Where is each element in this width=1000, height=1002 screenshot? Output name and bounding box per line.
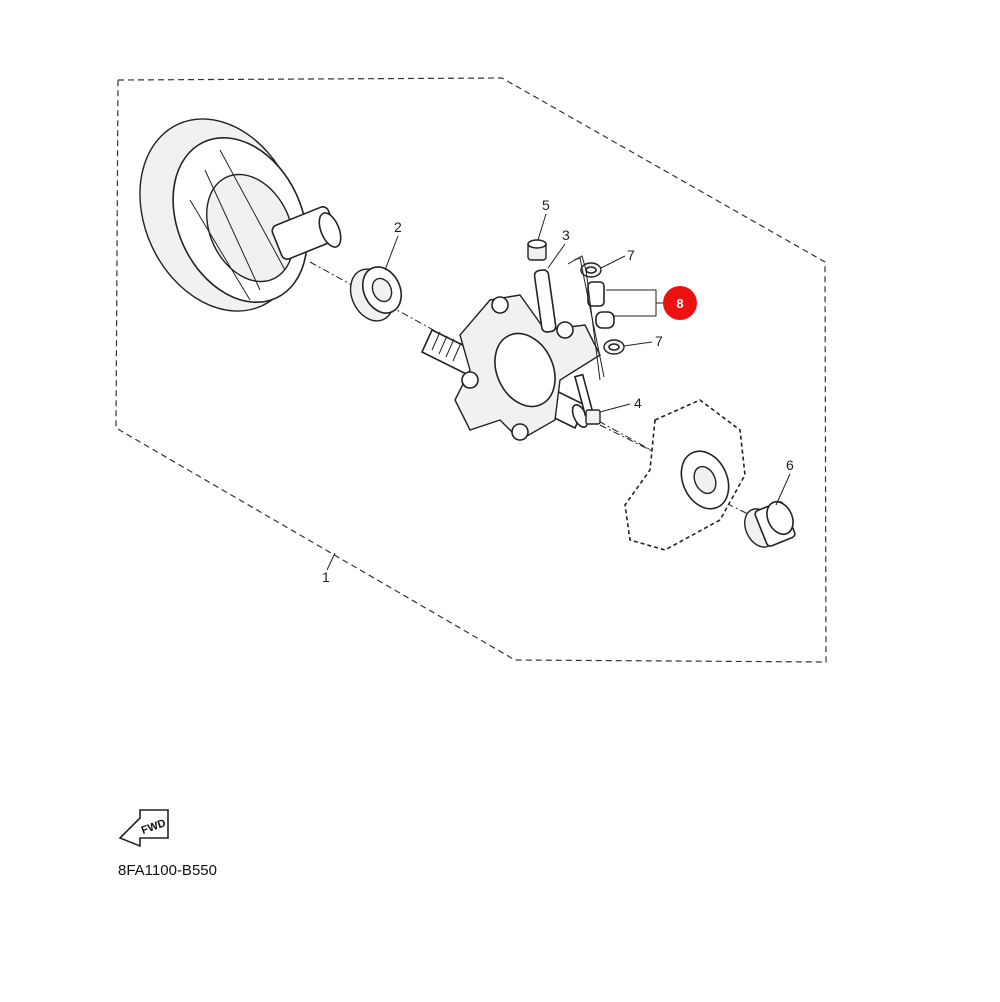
part-7-washer-bottom (603, 339, 625, 355)
part-6-bushing (744, 500, 796, 548)
callout-7-top: 7 (627, 247, 635, 263)
group-bracket-right (573, 257, 605, 378)
bolt-axis-line (599, 424, 661, 456)
spider-hub (454, 294, 601, 441)
leader-5 (537, 213, 547, 241)
part-7-washer-top (580, 262, 602, 278)
callout-8: 8 (676, 296, 683, 311)
leader-7a (600, 255, 626, 269)
primary-sheave-drum (139, 118, 342, 312)
fwd-arrow-icon: FWD (118, 809, 169, 848)
drawing-code: 8FA1100-B550 (118, 862, 217, 879)
part-2-spacer (349, 266, 403, 322)
callout-8-highlight-badge (663, 286, 697, 320)
callout-7-bottom: 7 (655, 333, 663, 349)
callout-2: 2 (394, 219, 402, 235)
leader-8 (606, 289, 657, 317)
part-3-pin (533, 269, 557, 333)
leader-3 (547, 243, 566, 269)
callout-6: 6 (786, 457, 794, 473)
leader-6 (775, 473, 791, 506)
callout-1: 1 (322, 569, 330, 585)
leader-7b (623, 341, 653, 347)
assembly-boundary (115, 77, 827, 663)
leader-2 (384, 235, 399, 271)
part-5-nut (527, 239, 547, 261)
part-4-bolt (573, 373, 601, 425)
cover-plate (624, 399, 746, 551)
callout-4: 4 (634, 395, 642, 411)
callout-5: 5 (542, 197, 550, 213)
part-8-collar-upper (587, 281, 605, 307)
callout-3: 3 (562, 227, 570, 243)
leader-4 (599, 403, 631, 413)
part-8-collar-lower (595, 311, 615, 329)
leader-1 (326, 552, 336, 571)
